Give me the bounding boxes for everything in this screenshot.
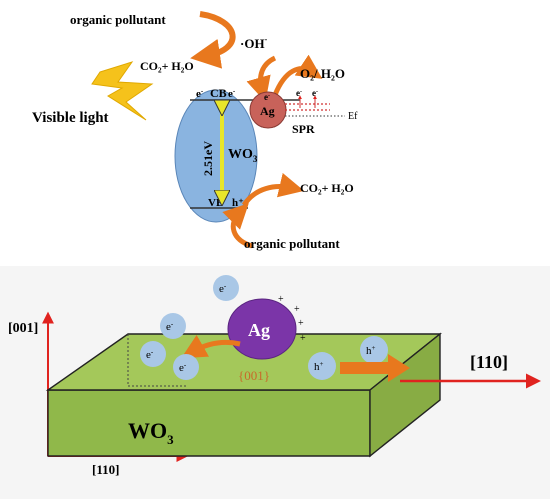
hole-migration-arrow (340, 354, 410, 382)
wo3-slab-label: WO3 (128, 418, 174, 447)
lightning-icon (91, 61, 154, 121)
ag-particle-bottom (227, 298, 297, 360)
electron-3 (173, 354, 199, 380)
o2-arrow (272, 54, 323, 96)
cb-label: CB (210, 86, 227, 100)
top-panel: organic pollutant ·OH- CO₂+ H₂O O₂/ H₂O … (32, 11, 358, 251)
o2-h2o-label: O₂/ H₂O (300, 66, 345, 81)
ef-label: Ef (348, 111, 358, 122)
hole-oxidation-arrow (241, 172, 305, 207)
electron-3-label: e- (179, 361, 187, 374)
pollutant-degradation-arrow-bottom (222, 203, 253, 249)
visible-light-label: Visible light (32, 110, 109, 126)
electron-2-label: e- (146, 348, 154, 361)
electron-top-label: e- (219, 282, 227, 295)
ag-plus-1: + (278, 294, 284, 305)
oh-arrow (246, 55, 277, 103)
wo3-slab-right (369, 332, 441, 458)
spr-label: SPR (292, 122, 315, 136)
hole-2-label: h+ (366, 344, 376, 357)
spr-levels (285, 95, 345, 117)
electron-1-label: e- (166, 320, 174, 333)
electron-2 (140, 341, 166, 367)
hole-1-label: h+ (314, 360, 324, 373)
wo3-slab-front (47, 389, 371, 457)
ag-plus-4: + (300, 333, 306, 344)
hole-1 (308, 352, 336, 380)
spr-electron-label-2: e- (312, 88, 318, 98)
cb-electron-label: e- (196, 87, 204, 100)
ag-top-label: Ag (260, 104, 275, 118)
axis-110-bottom-label: [110] (92, 462, 119, 477)
bottom-panel: [001] [110] WO3 Ag + + + + {001} (0, 266, 550, 499)
axis-001-label: [001] (8, 321, 38, 336)
electron-particles (140, 275, 239, 380)
ag-plus-2: + (294, 304, 300, 315)
electron-1 (160, 313, 186, 339)
band-gap-label: 2.51eV (201, 141, 215, 176)
ag-bottom-label: Ag (248, 320, 270, 340)
oh-radical-label: ·OH- (240, 35, 268, 51)
electron-transfer-arrow (181, 334, 241, 359)
vb-hole-label: h⁺ (232, 197, 244, 209)
cb-electron-label-2: e- (228, 87, 236, 100)
spr-electron-label-1: e- (296, 88, 302, 98)
ag-plus-3: + (298, 318, 304, 329)
pollutant-degradation-arrow-top (190, 11, 236, 69)
organic-pollutant-bottom-label: organic pollutant (244, 236, 340, 251)
axis-110-right-label: [110] (470, 352, 508, 372)
electron-top (213, 275, 239, 301)
hole-2 (360, 336, 388, 364)
co2-h2o-left-label: CO₂+ H₂O (140, 59, 194, 73)
ag-electron-label: e- (264, 92, 270, 102)
vb-label: VB (208, 197, 224, 209)
facet-label: {001} (238, 368, 270, 383)
wo3-top-label: WO3 (228, 147, 258, 164)
organic-pollutant-top-label: organic pollutant (70, 12, 166, 27)
co2-h2o-right-label: CO₂+ H₂O (300, 181, 354, 195)
